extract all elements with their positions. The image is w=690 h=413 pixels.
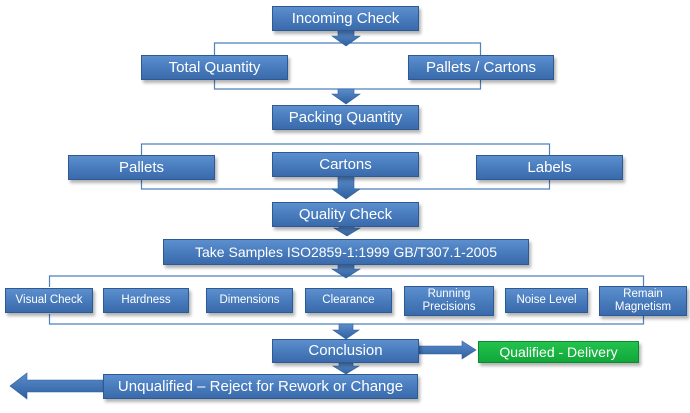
remain-magnetism-line-1: Remain bbox=[623, 287, 663, 300]
arrow-down-6 bbox=[332, 323, 360, 340]
incoming-check-box: Incoming Check bbox=[272, 6, 419, 31]
pallets-cartons-box: Pallets / Cartons bbox=[408, 55, 554, 80]
arrow-down-3 bbox=[331, 175, 361, 200]
arrow-down-1 bbox=[331, 29, 361, 47]
running-precisions-box: Running Precisions bbox=[404, 286, 494, 316]
visual-check-box: Visual Check bbox=[5, 288, 93, 313]
running-precisions-line-1: Running bbox=[427, 287, 471, 300]
noise-level-box: Noise Level bbox=[505, 288, 588, 313]
arrow-left-unqualified bbox=[9, 372, 104, 400]
take-samples-box: Take Samples ISO2859-1:1999 GB/T307.1-20… bbox=[163, 239, 529, 265]
clearance-box: Clearance bbox=[305, 288, 392, 313]
unqualified-reject-box: Unqualified – Reject for Rework or Chang… bbox=[103, 374, 418, 399]
arrow-down-4 bbox=[332, 225, 362, 237]
labels-box: Labels bbox=[476, 155, 623, 180]
cartons-box: Cartons bbox=[272, 152, 419, 177]
hardness-box: Hardness bbox=[103, 288, 189, 313]
remain-magnetism-line-2: Magnetism bbox=[614, 301, 672, 313]
conclusion-box: Conclusion bbox=[272, 339, 419, 363]
arrow-down-7 bbox=[331, 362, 361, 375]
running-precisions-line-2: Precisions bbox=[422, 301, 476, 313]
arrow-down-2 bbox=[331, 88, 361, 105]
dimensions-box: Dimensions bbox=[206, 288, 293, 313]
qualified-delivery-box: Qualified - Delivery bbox=[478, 341, 639, 363]
arrow-right-qualified bbox=[418, 340, 477, 360]
quality-check-box: Quality Check bbox=[272, 202, 419, 227]
pallets-box: Pallets bbox=[68, 155, 215, 180]
remain-magnetism-box: Remain Magnetism bbox=[599, 286, 687, 316]
total-quantity-box: Total Quantity bbox=[141, 55, 288, 80]
packing-quantity-box: Packing Quantity bbox=[272, 105, 419, 130]
